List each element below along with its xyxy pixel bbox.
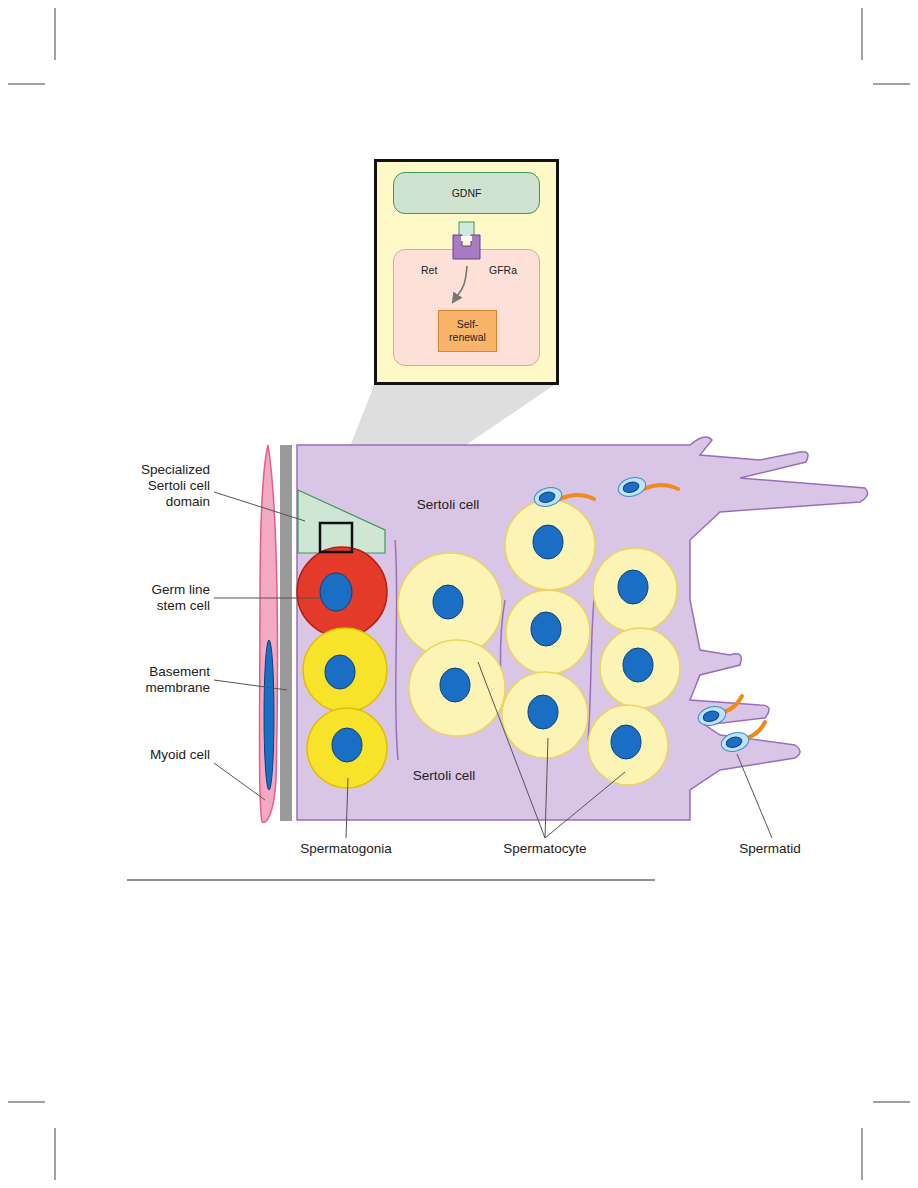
receptor-label: GFRa [489, 264, 517, 277]
spermatid-tail [747, 722, 765, 738]
spermatids [532, 475, 765, 755]
crop-marks [8, 8, 910, 1180]
zoom-box [320, 523, 352, 552]
receptor-label: Ret [421, 264, 437, 277]
spermatid-cell [719, 730, 751, 755]
spermatocyte-cell [588, 705, 668, 785]
nucleus [533, 525, 563, 559]
spermatocyte-cell [593, 548, 677, 632]
spermatid-tail [724, 696, 742, 712]
myoid-cell [260, 445, 278, 823]
spermatid-cell [696, 704, 728, 729]
spermatocyte-cell [506, 590, 590, 674]
spermatid-cell [532, 485, 564, 510]
spermatocyte-cell [409, 640, 505, 736]
spermatocyte-cell [600, 628, 680, 708]
basement-membrane [280, 445, 292, 821]
spermatid-tail [560, 495, 594, 499]
nucleus [622, 480, 640, 494]
part-label: Spermatogonia [276, 841, 416, 857]
myoid-nucleus [264, 640, 274, 790]
region-label: Sertoli cell [396, 768, 492, 784]
nucleus [623, 648, 653, 682]
nucleus [702, 709, 720, 723]
nucleus [618, 570, 648, 604]
spermatocyte-cell [502, 672, 588, 758]
nucleus [528, 695, 558, 729]
receptor [453, 235, 480, 259]
part-label: Basement membrane [120, 664, 210, 696]
nucleus [440, 668, 470, 702]
signal-box: GDNF [393, 172, 540, 214]
nucleus [611, 725, 641, 759]
spermatid-cell [616, 475, 648, 500]
part-label: Myoid cell [140, 747, 210, 763]
nucleus [320, 573, 352, 611]
inset-panel [376, 161, 558, 384]
process-box: Self-renewal [438, 310, 497, 352]
nucleus [725, 735, 743, 749]
node-text: Self-renewal [443, 318, 492, 343]
nucleus [433, 585, 463, 619]
receptor-gap [461, 236, 472, 241]
leader-lines [214, 492, 772, 838]
part-label: Specialized Sertoli cell domain [120, 462, 210, 510]
cell-box: Ret GFRaSelf-renewal [393, 249, 540, 366]
sertoli-cell [297, 437, 868, 820]
part-label: Germ line stem cell [130, 582, 210, 614]
specialized-domain [298, 490, 385, 553]
signal-arrow [453, 266, 467, 302]
germ-line-stem-cell [297, 547, 387, 637]
spermatogonia [303, 628, 387, 788]
part-label: Spermatocyte [475, 841, 615, 857]
node-text: GDNF [452, 187, 482, 200]
region-label: Sertoli cell [400, 497, 496, 513]
nucleus [538, 490, 556, 504]
spermatocytes [398, 500, 680, 785]
part-label: Spermatid [700, 841, 840, 857]
rule [127, 880, 655, 881]
nucleus [531, 612, 561, 646]
spermatocyte-cell [505, 500, 595, 590]
spermatid-tail [644, 485, 678, 489]
